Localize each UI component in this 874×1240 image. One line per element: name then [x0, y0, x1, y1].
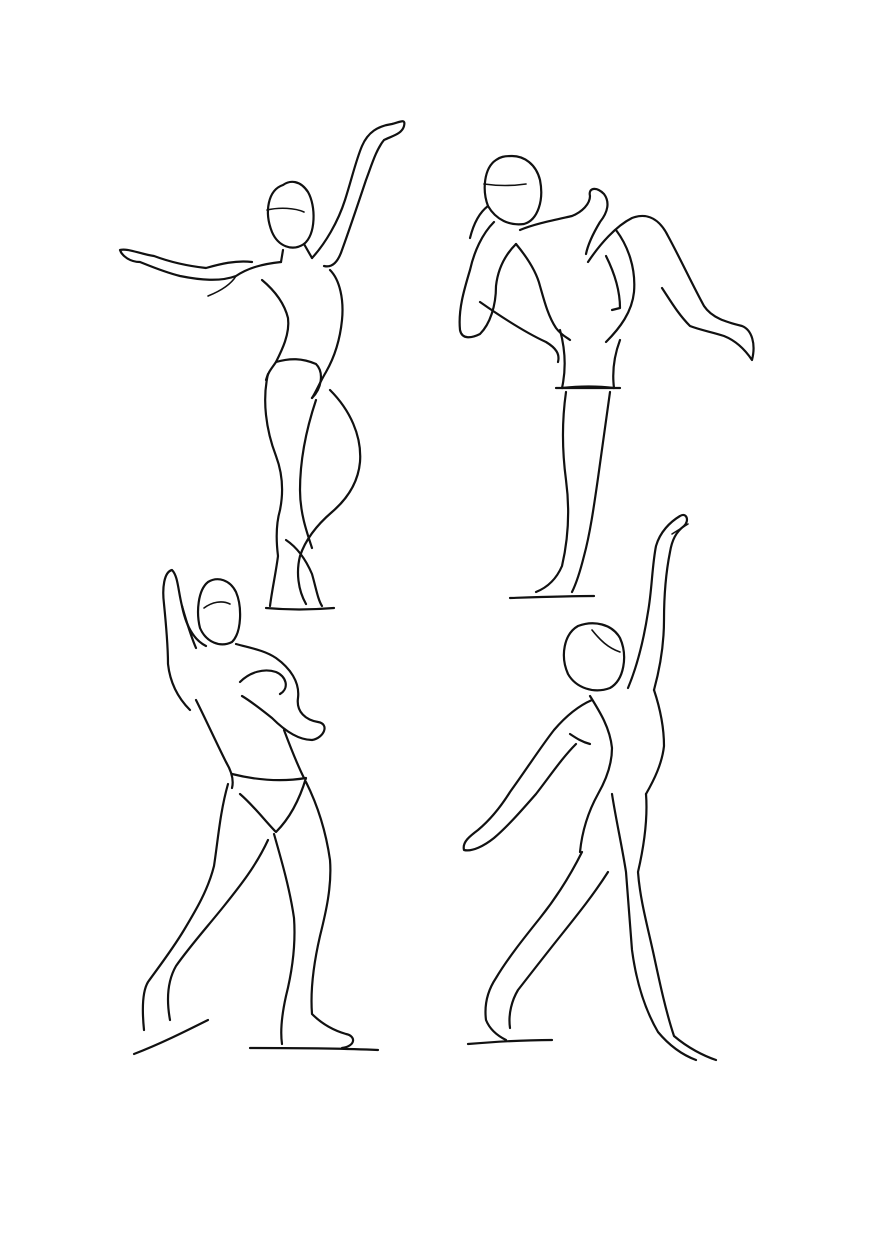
figure-2-shorts: [558, 328, 622, 390]
figure-4-head: [562, 622, 626, 692]
figure-2-face-line: [483, 183, 527, 187]
figure-1-side-arm: [118, 248, 283, 281]
figure-4-front-leg: [636, 792, 718, 1062]
figure-2-kicking-leg: [586, 214, 755, 362]
figure-2-torso: [518, 187, 609, 256]
figure-2-head: [483, 154, 543, 226]
figure-dancer-arm-raised: [118, 120, 406, 611]
figure-3-back-leg: [141, 782, 230, 1032]
figure-4-back-leg: [484, 850, 584, 1042]
figure-4-torso: [578, 694, 614, 854]
figure-high-kick: [458, 154, 755, 600]
figure-1-head: [266, 180, 315, 249]
figure-2-ground-line: [508, 594, 596, 600]
figure-3-face-line: [203, 601, 231, 609]
figure-3-folded-arm: [234, 642, 326, 742]
figure-3-raised-arm: [162, 568, 208, 712]
figure-4-ground-line: [466, 1038, 554, 1046]
figure-1-torso: [260, 278, 290, 382]
figure-1-face-line: [266, 207, 305, 213]
figure-3-briefs: [230, 772, 308, 834]
figure-4-raised-arm: [626, 513, 689, 692]
figure-3-ground-line-back: [132, 1018, 210, 1056]
figure-3-front-leg: [304, 780, 355, 1050]
figure-2-guard-arm: [458, 220, 518, 339]
figure-1-raised-arm: [310, 120, 406, 268]
figure-3-torso: [194, 698, 234, 790]
figure-1-back-leg: [296, 388, 362, 606]
figure-2-standing-leg: [534, 390, 570, 594]
figure-3-ground-line-front: [248, 1046, 380, 1052]
figure-3-head: [197, 578, 242, 646]
figure-1-ground-line: [264, 606, 336, 611]
figure-4-face-line: [591, 629, 621, 653]
figure-reaching-lunge: [462, 513, 718, 1062]
figure-1-front-leg: [264, 372, 284, 608]
figure-flexing-stance: [132, 568, 380, 1056]
figure-4-reaching-arm: [462, 698, 594, 852]
